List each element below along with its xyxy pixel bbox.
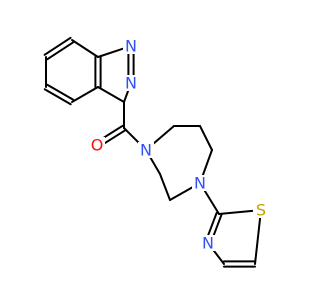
atom-label-n-phthalazine-2: N xyxy=(125,37,137,56)
bond-double-c5-c6-a xyxy=(43,36,72,56)
bond-single-cd-ce xyxy=(159,173,171,201)
atom-label-n-thiazole: N xyxy=(202,234,214,253)
atom-label-n-phthalazine-3: N xyxy=(125,74,137,93)
atom-n-diazepane-1: N xyxy=(138,141,154,160)
atom-s-thiazole: S xyxy=(253,201,269,220)
bond-double-c5-c6-b xyxy=(46,41,75,61)
bond-single-cb-cc xyxy=(199,125,213,151)
atom-o-carbonyl: O xyxy=(89,136,105,155)
structure-canvas: N N O N N N S xyxy=(43,36,269,268)
atom-n-thiazole: N xyxy=(200,234,216,253)
atom-layer: N N O N N N S xyxy=(89,37,269,253)
atom-label-o-carbonyl: O xyxy=(91,136,104,155)
bond-single-c1-c8a xyxy=(97,86,125,103)
atom-label-n-diazepane-1: N xyxy=(140,141,152,160)
atom-n-diazepane-4: N xyxy=(192,174,208,193)
atom-label-s-thiazole: S xyxy=(256,201,266,220)
atom-label-n-diazepane-4: N xyxy=(194,174,206,193)
bond-single-cg-s xyxy=(254,209,262,265)
molecule-diagram: N N O N N N S xyxy=(43,36,269,268)
atom-n-phthalazine-3: N xyxy=(123,74,139,93)
bond-double-c7-c8-b xyxy=(46,83,75,101)
bond-single-c4-c5 xyxy=(71,39,99,58)
atom-n-phthalazine-2: N xyxy=(123,37,139,56)
bond-single-c8-c8a xyxy=(71,86,99,103)
bond-double-c7-c8-a xyxy=(43,88,72,106)
